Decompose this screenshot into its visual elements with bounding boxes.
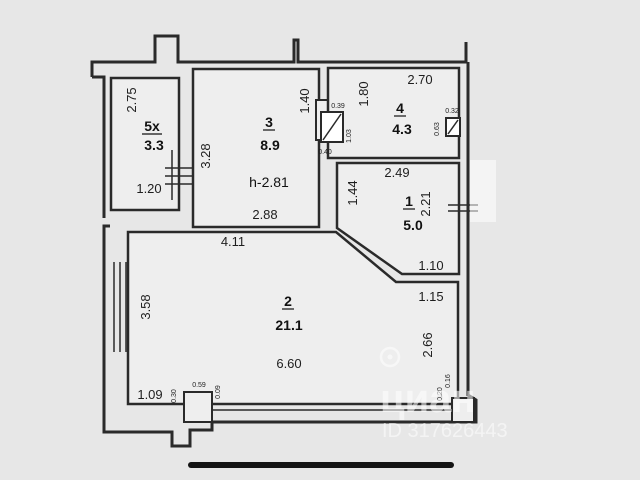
outer-wall-left-upper	[92, 75, 106, 218]
dim-column-left-a: 0.30	[171, 389, 178, 403]
room-5x-area: 3.3	[144, 137, 164, 153]
dim-room3-width: 2.88	[252, 207, 277, 222]
location-pin-dot	[387, 354, 393, 360]
shaft-left-diagonal	[322, 113, 342, 141]
room-4-area: 4.3	[392, 121, 412, 137]
dim-room1-bottom: 1.10	[418, 258, 443, 273]
room-4-number: 4	[396, 100, 404, 116]
location-pin-icon	[379, 346, 401, 368]
dim-room2-right-top: 1.15	[418, 289, 443, 304]
dim-column-right-b: 0.16	[445, 374, 452, 388]
dim-room2-right: 2.66	[420, 332, 435, 357]
room-3-ceiling-height: h-2.81	[249, 174, 289, 190]
dim-room3-closet-height: 1.40	[297, 88, 312, 113]
room-2-number: 2	[284, 293, 292, 309]
room-1-number: 1	[405, 193, 413, 209]
dim-room3-closet-width: 0.40	[318, 149, 332, 156]
balcony-door	[165, 150, 195, 200]
room-2-bottom-wall	[184, 403, 452, 411]
room-3-outline	[191, 67, 321, 229]
column-right	[451, 397, 475, 423]
dim-shaft-left-width: 0.39	[331, 103, 345, 110]
dim-room1-height-left: 1.44	[345, 180, 360, 205]
dim-column-left-b: 0.59	[192, 382, 206, 389]
room-3-area: 8.9	[260, 137, 280, 153]
watermark-id: ID 317626443	[382, 420, 508, 442]
room-5x-outline	[109, 76, 181, 212]
home-indicator-bar[interactable]	[188, 462, 454, 468]
room-5x-number: 5х	[144, 118, 160, 134]
room-2-outline	[126, 230, 460, 406]
room-3-number: 3	[265, 114, 273, 130]
dim-room3-height: 3.28	[198, 143, 213, 168]
dim-shaft-right-width: 0.32	[445, 108, 459, 115]
room-2-window	[113, 262, 127, 352]
watermark-brand: циан	[380, 377, 476, 421]
room-2-area: 21.1	[275, 317, 302, 333]
dim-column-left-c: 0.09	[215, 385, 222, 399]
dim-room4-height: 1.80	[356, 81, 371, 106]
cian-watermark: циан ID 317626443	[379, 346, 508, 442]
dim-room2-height: 3.58	[138, 294, 153, 319]
dim-room2-top: 4.11	[221, 234, 245, 249]
dim-room1-width: 2.49	[384, 165, 409, 180]
room-1-door-highlight	[470, 160, 496, 222]
dim-room1-height-right: 2.21	[418, 191, 433, 216]
dim-shaft-left-height: 1.03	[346, 129, 353, 143]
room-4-outline	[326, 66, 461, 160]
column-left	[183, 391, 213, 423]
shaft-right-diagonal	[447, 119, 459, 135]
dim-balcony-height: 2.75	[124, 87, 139, 112]
outer-wall-bottom	[102, 224, 452, 448]
dim-shaft-right-height: 0.63	[434, 122, 441, 136]
dim-room2-bottom-left: 1.09	[137, 387, 162, 402]
dim-room2-width: 6.60	[276, 356, 301, 371]
dim-balcony-width: 1.20	[136, 181, 161, 196]
dim-room4-width: 2.70	[407, 72, 432, 87]
room-1-outline	[335, 161, 461, 276]
outer-wall-top	[90, 34, 468, 77]
room-1-area: 5.0	[403, 217, 423, 233]
dim-column-right-a: 0.20	[437, 387, 444, 401]
